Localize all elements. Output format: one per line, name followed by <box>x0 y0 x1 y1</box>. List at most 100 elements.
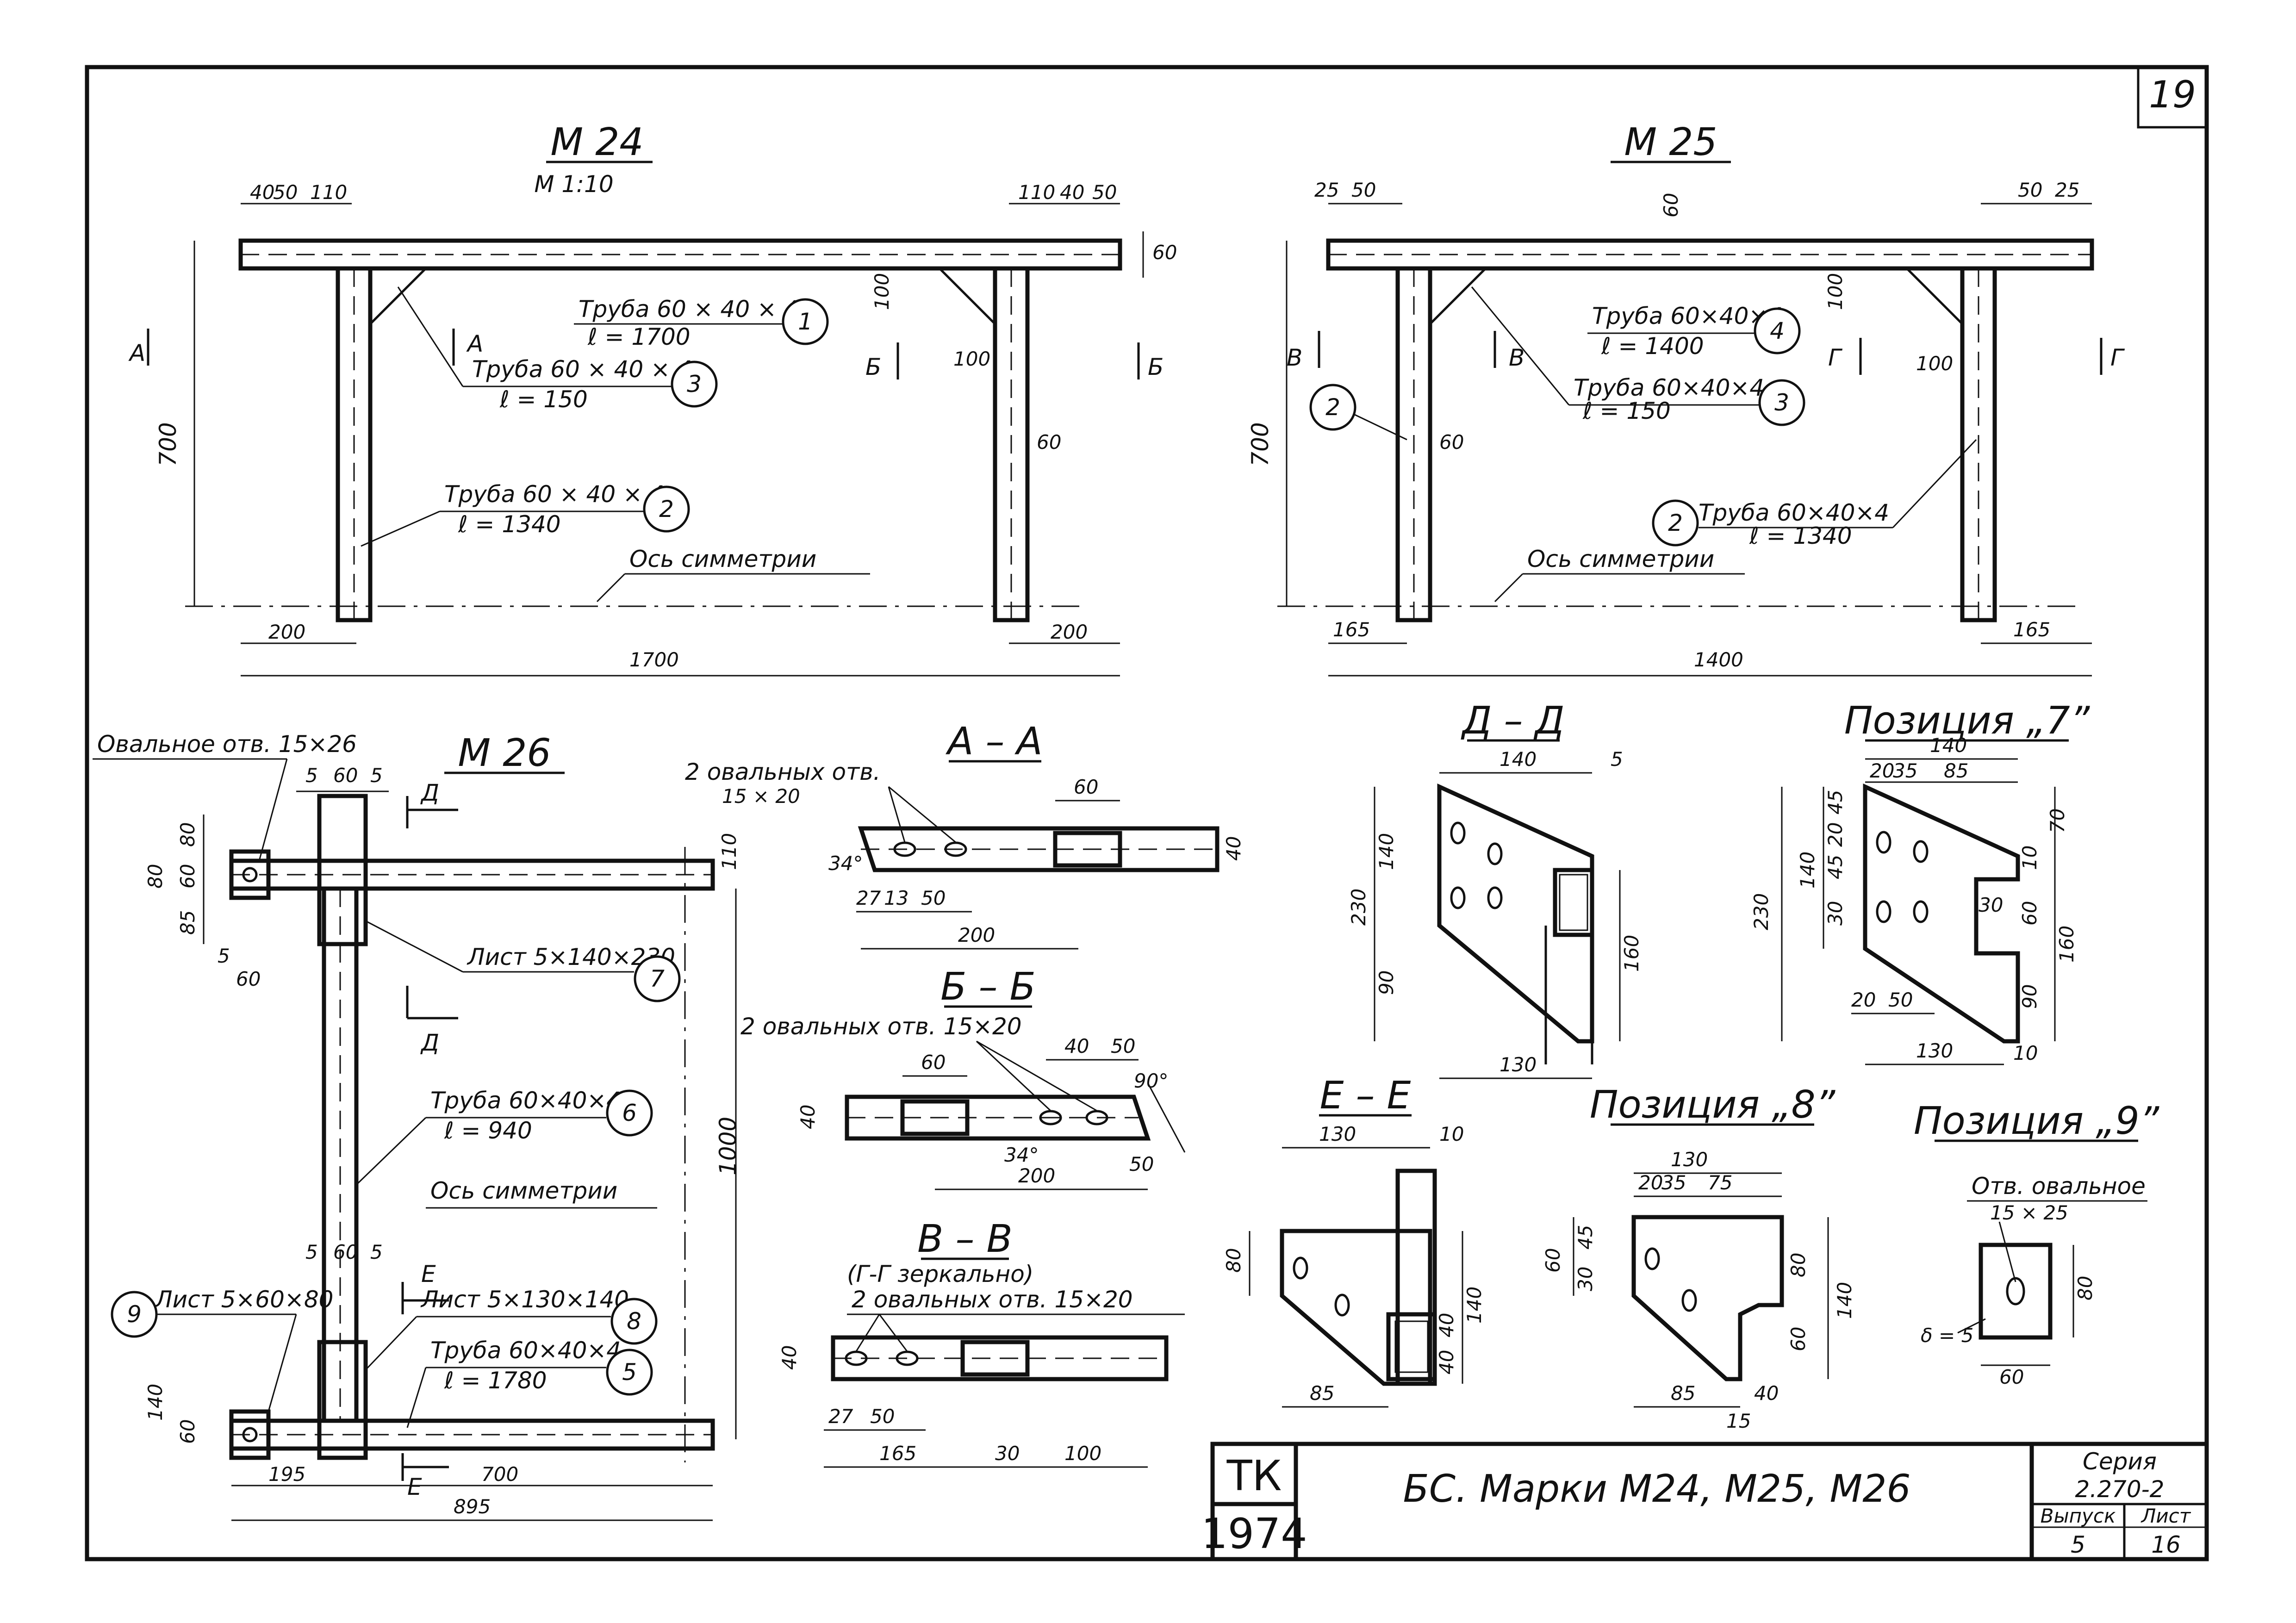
m24-dim-100h: 100 <box>953 348 990 370</box>
sec-aa-dim-27: 27 <box>856 887 881 909</box>
sec-dd-title: Д – Д <box>1461 699 1564 743</box>
sec-ee-dim-85: 85 <box>1310 1382 1334 1405</box>
sec-vv-dim-40: 40 <box>778 1345 801 1370</box>
m25-title: М 25 <box>1624 120 1717 164</box>
pos9-dim-80: 80 <box>2074 1276 2097 1300</box>
pos8-dim-45: 45 <box>1574 1225 1597 1250</box>
m25-height: 700 <box>1247 422 1274 466</box>
m24-pipe2-label: Труба 60 × 40 × 4 <box>444 481 665 508</box>
m24-section-a-left: А <box>128 340 145 367</box>
pos9-plate <box>1979 1243 2053 1340</box>
m24-height: 700 <box>155 422 181 466</box>
sheet-number: 19 <box>2149 73 2196 116</box>
m24-pos1: 1 <box>798 308 813 335</box>
sec-ee-dim-10: 10 <box>1439 1123 1464 1145</box>
view-m26: М 26 Овальное отв. 15×26 5 60 5 80 60 85… <box>93 731 741 1521</box>
m26-dim-195: 195 <box>268 1463 305 1486</box>
pos7-dim-130: 130 <box>1916 1039 1953 1062</box>
m24-dim-60r: 60 <box>1152 241 1177 264</box>
pos9-dim-60: 60 <box>1999 1366 2024 1388</box>
pos7-dim-140: 140 <box>1930 734 1967 757</box>
section-ee: Е – Е 130 10 80 140 40 40 85 <box>1222 1074 1486 1408</box>
m24-section-b-right: Б <box>1148 354 1164 380</box>
m25-dim-50: 50 <box>1351 179 1376 201</box>
title-name: БС. Марки М24, М25, М26 <box>1403 1467 1910 1511</box>
pos7-dim-90: 90 <box>2018 984 2041 1009</box>
m26-dim-5d: 5 <box>305 1241 318 1263</box>
m26-dim-60b: 60 <box>176 864 199 889</box>
m25-section-g-left: Г <box>1828 344 1843 371</box>
sec-ee-dim-40a: 40 <box>1435 1313 1458 1337</box>
m24-dim-60: 60 <box>1037 431 1061 454</box>
m25-section-v-left: В <box>1287 344 1302 371</box>
pos7-dim-230: 230 <box>1750 893 1773 930</box>
m26-dim-85: 85 <box>176 910 199 935</box>
sec-dd-plate <box>1437 784 1594 1044</box>
pos9-hole-label: Отв. овальное <box>1972 1173 2146 1200</box>
pos9-title: Позиция „9” <box>1914 1099 2160 1143</box>
section-bb: Б – Б 2 овальных отв. 15×20 60 40 50 40 … <box>740 965 1186 1190</box>
m25-pipe2-label: Труба 60×40×4 <box>1699 499 1889 526</box>
sec-bb-angle: 34° <box>1004 1144 1039 1166</box>
m24-top-rail <box>238 238 1122 271</box>
m26-dim-80a: 80 <box>176 822 199 847</box>
m26-height: 1000 <box>715 1117 741 1175</box>
sec-vv-dim-27: 27 <box>828 1405 853 1428</box>
sec-bb-pipe <box>845 1094 1151 1141</box>
m26-dim-5b: 5 <box>370 764 383 787</box>
pos8-dim-80: 80 <box>1787 1253 1810 1277</box>
m24-pipe1-len: ℓ = 1700 <box>587 323 691 350</box>
sec-aa-dim-200: 200 <box>958 924 995 946</box>
m24-dim-40r: 40 <box>1060 181 1084 204</box>
sec-dd-dim-140v: 140 <box>1375 833 1398 870</box>
sec-aa-title: А – А <box>945 720 1042 764</box>
title-block: ТК 1974 БС. Марки М24, М25, М26 Серия 2.… <box>1201 1442 2209 1561</box>
m26-pos9: 9 <box>127 1301 142 1328</box>
sec-dd-dim-90: 90 <box>1375 970 1398 995</box>
pos7-dim-20b: 20 <box>1851 989 1876 1011</box>
sec-bb-dim-40a: 40 <box>1064 1035 1089 1057</box>
sec-dd-dim-5: 5 <box>1611 748 1623 771</box>
m26-axis-label: Ось симметрии <box>430 1177 617 1204</box>
pos7-dim-45b: 45 <box>1824 855 1847 879</box>
pos7-dim-10: 10 <box>2018 846 2041 870</box>
pos7-dim-20: 20 <box>1870 759 1894 782</box>
pos8-dim-15: 15 <box>1726 1410 1751 1432</box>
title-issue: 5 <box>2071 1531 2085 1558</box>
sec-ee-dim-140: 140 <box>1463 1287 1486 1324</box>
pos8-dim-35: 35 <box>1661 1171 1686 1194</box>
sec-ee-title: Е – Е <box>1320 1074 1411 1118</box>
m24-scale: М 1:10 <box>534 171 613 198</box>
m24-pos3: 3 <box>687 371 702 398</box>
m24-dim-50r: 50 <box>1092 181 1117 204</box>
pos8-dim-85: 85 <box>1671 1382 1695 1405</box>
pos8-dim-75: 75 <box>1708 1171 1732 1194</box>
m26-section-e-bottom: Е <box>407 1474 422 1500</box>
sec-vv-mirror: (Г-Г зеркально) <box>847 1261 1033 1287</box>
pos7-dim-70: 70 <box>2046 808 2069 833</box>
m26-pipe6-len: ℓ = 940 <box>444 1117 532 1144</box>
m25-pipe3-label: Труба 60×40×4 <box>1574 374 1764 401</box>
sec-dd-dim-140: 140 <box>1500 748 1537 771</box>
sec-dd-dim-230: 230 <box>1347 889 1370 926</box>
m25-dim-60: 60 <box>1660 193 1682 218</box>
pos8-dim-130: 130 <box>1671 1148 1708 1171</box>
m24-title: М 24 <box>550 120 643 164</box>
sec-aa-dim-50: 50 <box>921 887 946 909</box>
m24-dim-110r: 110 <box>1018 181 1055 204</box>
title-sheet: 16 <box>2151 1531 2181 1558</box>
m24-width: 1700 <box>629 648 679 671</box>
pos8-dim-30: 30 <box>1574 1267 1597 1291</box>
m26-title: М 26 <box>458 731 551 775</box>
pos7-title: Позиция „7” <box>1844 699 2091 743</box>
pos8-plate <box>1631 1215 1784 1381</box>
title-year: 1974 <box>1201 1510 1307 1558</box>
m24-base-right: 200 <box>1051 621 1088 643</box>
m24-pipe3-label: Труба 60 × 40 × 4 <box>472 356 692 383</box>
m25-pos2-left: 2 <box>1325 394 1340 421</box>
m26-section-d-top: Д <box>420 779 439 806</box>
pos8-title: Позиция „8” <box>1590 1083 1836 1127</box>
sec-dd-dim-130: 130 <box>1500 1053 1537 1076</box>
m24-dim-40: 40 <box>250 181 274 204</box>
section-aa: А – А 2 овальных отв. 15 × 20 60 40 34° … <box>685 720 1245 950</box>
